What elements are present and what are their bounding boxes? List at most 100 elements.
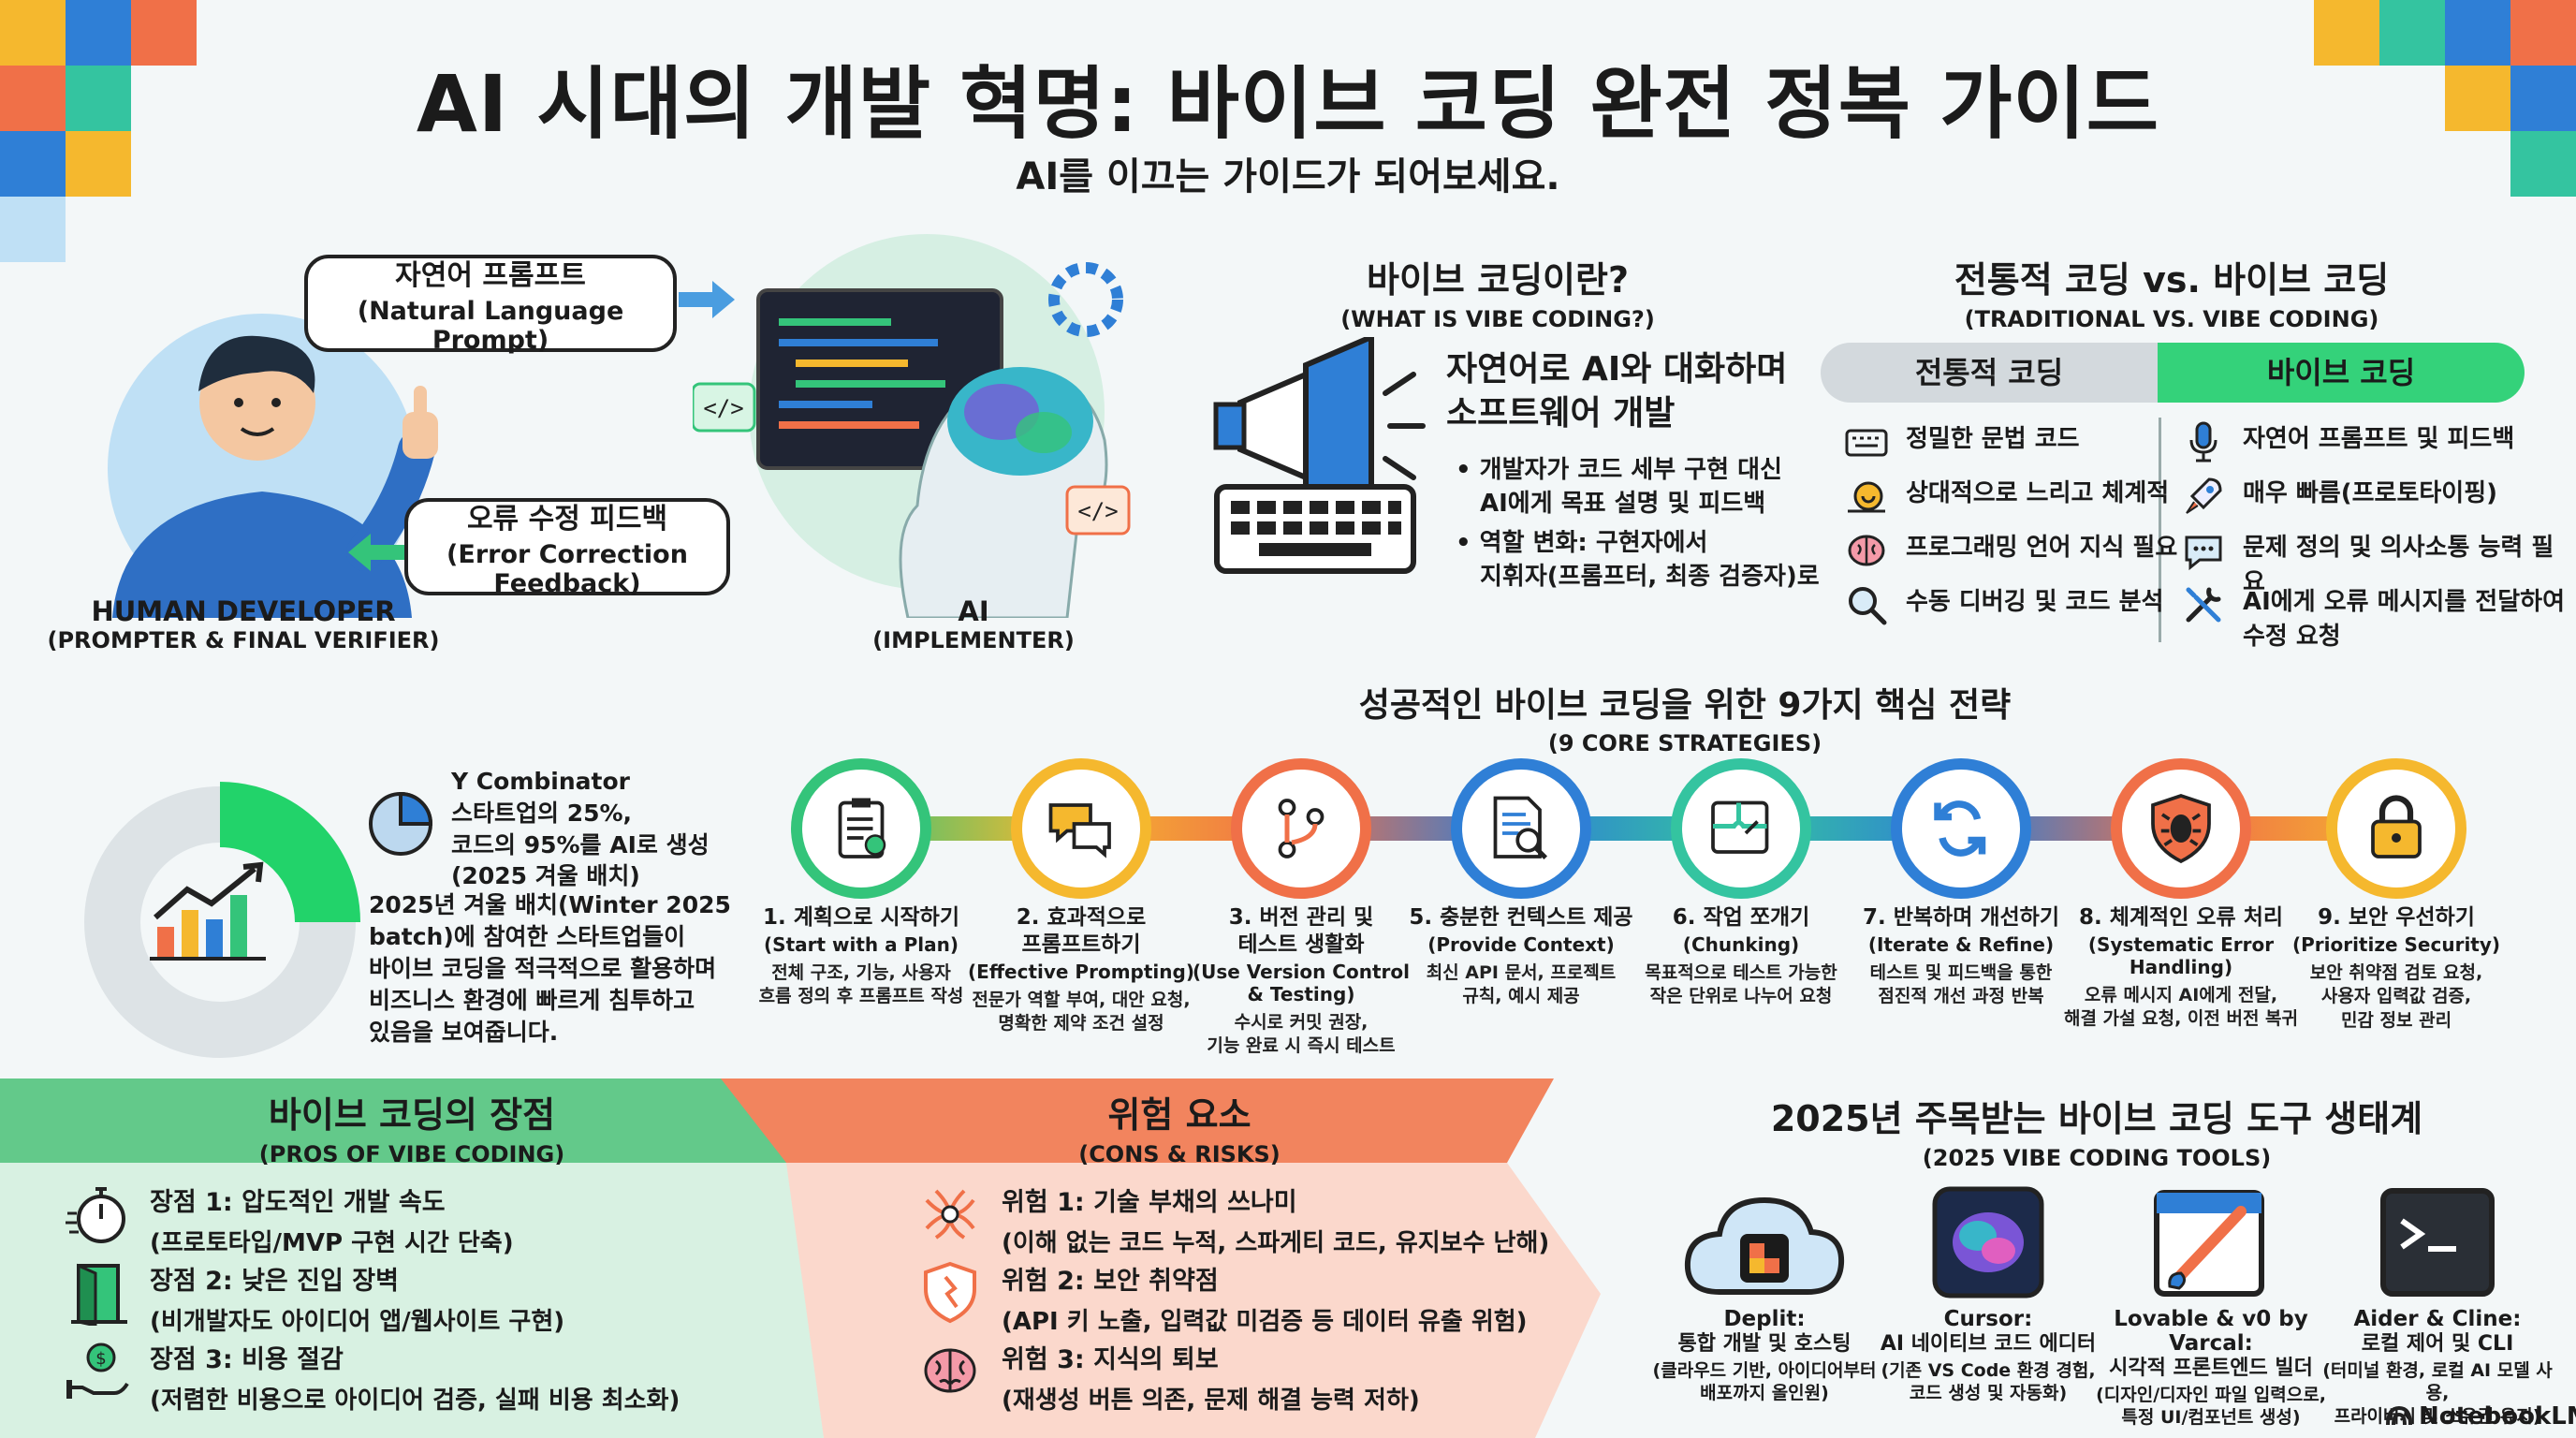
vibe-item-text-line1: AI에게 오류 메시지를 전달하여 bbox=[2243, 588, 2565, 616]
magnifier-icon bbox=[1849, 587, 1887, 625]
tool-card: Cursor:AI 네이티브 코드 에디터(기존 VS Code 환경 경험,코… bbox=[1871, 1307, 2105, 1405]
right-arrow-icon bbox=[679, 281, 735, 318]
snail-icon bbox=[1848, 481, 1885, 513]
human-developer-title: HUMAN DEVELOPER bbox=[91, 595, 396, 627]
strategy-node bbox=[2326, 758, 2466, 899]
yc-stat-para-line4: 비즈니스 환경에 빠르게 침투하고 bbox=[369, 987, 695, 1014]
left-arrow-icon bbox=[348, 534, 404, 571]
branch-icon bbox=[1278, 799, 1325, 858]
vibe-item-text: 매우 빠름(프로토타이핑) bbox=[2243, 479, 2498, 507]
tool-description: 통합 개발 및 호스팅 bbox=[1677, 1332, 1852, 1356]
yc-stat-para-line5: 있음을 보여줍니다. bbox=[369, 1019, 559, 1046]
door-icon bbox=[71, 1263, 127, 1326]
keyboard-icon bbox=[1845, 429, 1888, 457]
list-item: 장점 2: 낮은 진입 장벽 (비개발자도 아이디어 앱/웹사이트 구현) bbox=[66, 1260, 564, 1337]
tools-title: 2025년 주목받는 바이브 코딩 도구 생태계 bbox=[1770, 1098, 2423, 1139]
what-is-bullet-2-line2: 지휘자(프롬프터, 최종 검증자)로 bbox=[1480, 563, 1820, 592]
brand-watermark: NotebookLM bbox=[2385, 1402, 2576, 1431]
what-is-subtitle: (WHAT IS VIBE CODING?) bbox=[1340, 306, 1655, 332]
yc-stat-line3: 코드의 95%를 AI로 생성 bbox=[451, 830, 710, 858]
clipboard-icon bbox=[838, 798, 886, 858]
tools-subtitle: (2025 VIBE CODING TOOLS) bbox=[1922, 1145, 2272, 1171]
money-hand-icon: $ bbox=[66, 1343, 129, 1399]
strategies-subtitle: (9 CORE STRATEGIES) bbox=[1547, 730, 1822, 756]
list-item-title: 장점 2: 낮은 진입 장벽 bbox=[150, 1267, 399, 1296]
what-is-bullet-1-line2: AI에게 목표 설명 및 피드백 bbox=[1480, 490, 1766, 519]
pros-heading: 바이브 코딩의 장점 (PROS OF VIBE CODING) bbox=[75, 1086, 749, 1167]
tool-detail: (기존 VS Code 환경 경험,코드 생성 및 자동화) bbox=[1881, 1359, 2096, 1404]
vibe-item: 매우 빠름(프로토타이핑) bbox=[2181, 474, 2497, 519]
strategy-node bbox=[791, 758, 931, 899]
list-item-detail: (저렴한 비용으로 아이디어 검증, 실패 비용 최소화) bbox=[150, 1387, 681, 1415]
list-item-detail: (재생성 버튼 의존, 문제 해결 능력 저하) bbox=[1002, 1387, 1420, 1415]
list-item: 장점 1: 압도적인 개발 속도(프로토타입/MVP 구현 시간 단축) bbox=[66, 1181, 514, 1258]
cons-subtitle: (CONS & RISKS) bbox=[1078, 1141, 1281, 1167]
what-is-heading: 바이브 코딩이란? (WHAT IS VIBE CODING?) bbox=[1236, 251, 1760, 332]
yc-stat-line2: 스타트업의 25%, bbox=[451, 799, 633, 827]
vibe-item: 자연어 프롬프트 및 피드백 bbox=[2181, 419, 2514, 464]
what-is-bullet-2: • 역할 변화: 구현자에서 지휘자(프롬프터, 최종 검증자)로 bbox=[1456, 526, 1820, 594]
pros-background bbox=[0, 1078, 824, 1438]
pros-title: 바이브 코딩의 장점 bbox=[268, 1094, 556, 1136]
strategy-title: 1. 계획으로 시작하기 bbox=[762, 905, 960, 930]
tool-card: Lovable & v0 by Varcal:시각적 프론트엔드 빌더(디자인/… bbox=[2094, 1307, 2328, 1430]
traditional-item: 정밀한 문법 코드 bbox=[1844, 419, 2080, 464]
strategy-english: (Provide Context) bbox=[1427, 932, 1615, 956]
ai-label: AI (IMPLEMENTER) bbox=[824, 595, 1123, 653]
strategy-english: (Prioritize Security) bbox=[2291, 932, 2501, 956]
list-item-detail: (이해 없는 코드 누적, 스파게티 코드, 유지보수 난해) bbox=[1002, 1229, 1550, 1257]
tool-name: Deplit: bbox=[1723, 1307, 1806, 1331]
broken-shield-icon bbox=[924, 1261, 976, 1324]
list-item-detail: (비개발자도 아이디어 앱/웹사이트 구현) bbox=[150, 1308, 565, 1336]
list-item-detail: (프로토타입/MVP 구현 시간 단축) bbox=[150, 1229, 514, 1257]
strategy-english: (Start with a Plan) bbox=[764, 932, 959, 956]
brain-icon bbox=[1848, 535, 1885, 566]
traditional-item: 상대적으로 느리고 체계적 bbox=[1844, 474, 2169, 519]
human-developer-role: (PROMPTER & FINAL VERIFIER) bbox=[47, 627, 440, 653]
vibe-item-text: 자연어 프롬프트 및 피드백 bbox=[2243, 425, 2515, 453]
vibe-item-text-line2: 수정 요청 bbox=[2243, 623, 2341, 651]
strategies-title: 성공적인 바이브 코딩을 위한 9가지 핵심 전략 bbox=[1358, 686, 2012, 725]
strategy-description: 수시로 커밋 권장,기능 완료 시 즉시 테스트 bbox=[1207, 1011, 1396, 1057]
speech-bubble-icon bbox=[2185, 536, 2222, 571]
traditional-header: 전통적 코딩 bbox=[1821, 343, 2158, 403]
yc-stat-line1: Y Combinator bbox=[451, 768, 630, 795]
traditional-item-text: 상대적으로 느리고 체계적 bbox=[1906, 479, 2170, 507]
tools-icon bbox=[2186, 587, 2221, 623]
tool-name: Aider & Cline: bbox=[2353, 1307, 2522, 1331]
prompt-bubble: 자연어 프롬프트 (Natural Language Prompt) bbox=[304, 255, 677, 355]
list-item-title: 위험 3: 지식의 퇴보 bbox=[1002, 1345, 1219, 1374]
what-is-title: 바이브 코딩이란? bbox=[1367, 259, 1629, 301]
strategy-node bbox=[1671, 758, 1811, 899]
traditional-item: 수동 디버깅 및 코드 분석 bbox=[1844, 582, 2163, 627]
cloud-icon bbox=[1684, 1196, 1845, 1295]
yc-stat-para-line2: batch)에 참여한 스타트업들이 bbox=[369, 923, 686, 950]
strategy-title: 6. 작업 쪼개기 bbox=[1672, 905, 1810, 930]
strategy-english: (Iterate & Refine) bbox=[1867, 932, 2055, 956]
strategy-title: 9. 보안 우선하기 bbox=[2318, 905, 2475, 930]
yc-donut-chart bbox=[84, 782, 360, 1058]
chat-icon bbox=[1048, 803, 1111, 858]
strategy-text: 5. 충분한 컨텍스트 제공(Provide Context)최신 API 문서… bbox=[1399, 904, 1643, 1009]
list-item: $장점 3: 비용 절감(저렴한 비용으로 아이디어 검증, 실패 비용 최소화… bbox=[66, 1339, 680, 1416]
svg-text:</>: </> bbox=[703, 395, 743, 421]
what-is-bullet-1-line1: 개발자가 코드 세부 구현 대신 bbox=[1479, 456, 1782, 484]
page-title: AI 시대의 개발 혁명: 바이브 코딩 완전 정복 가이드 bbox=[416, 58, 2160, 150]
ai-illustration: </> </> bbox=[693, 234, 1131, 618]
list-item-title: 위험 2: 보안 취약점 bbox=[1002, 1267, 1219, 1296]
lock-icon bbox=[2371, 795, 2422, 858]
what-is-headline: 자연어로 AI와 대화하며 소프트웨어 개발 bbox=[1446, 348, 1787, 436]
yc-stat-para-line3: 바이브 코딩을 적극적으로 활용하며 bbox=[369, 955, 717, 982]
microphone-icon bbox=[2189, 421, 2217, 462]
cons-heading: 위험 요소 (CONS & RISKS) bbox=[955, 1086, 1404, 1167]
vibe-header: 바이브 코딩 bbox=[2158, 343, 2525, 403]
strategy-english: (Chunking) bbox=[1682, 932, 1800, 956]
